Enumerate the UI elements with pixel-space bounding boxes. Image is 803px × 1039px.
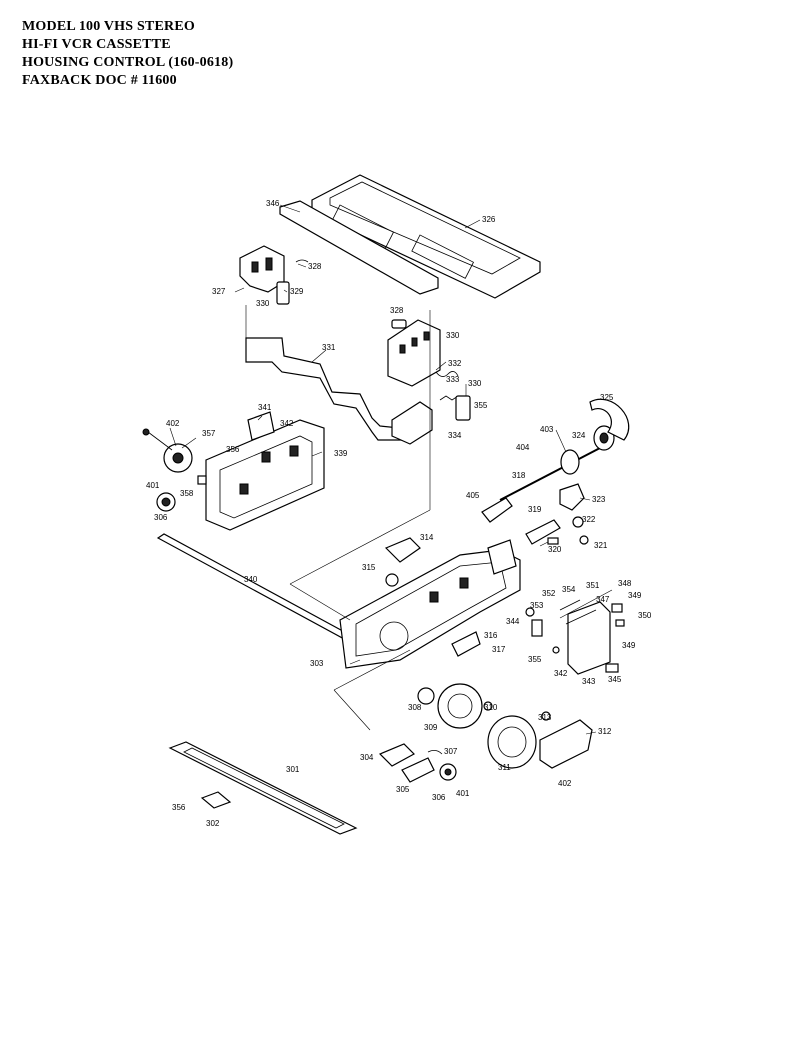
left-side-plate xyxy=(142,411,325,531)
part-label-314: 314 xyxy=(420,533,434,542)
part-label-327: 327 xyxy=(212,287,226,296)
part-label-326: 326 xyxy=(482,215,496,224)
part-label-333: 333 xyxy=(446,375,460,384)
part-label-313: 313 xyxy=(538,713,552,722)
part-label-306: 306 xyxy=(154,513,168,522)
part-label-348: 348 xyxy=(618,579,632,588)
right-switch-group xyxy=(525,599,625,675)
product-subtitle: HI-FI VCR CASSETTE xyxy=(22,37,171,52)
part-label-356: 356 xyxy=(226,445,240,454)
part-label-402: 402 xyxy=(166,419,180,428)
top-housing-plate xyxy=(279,174,541,299)
part-label-332: 332 xyxy=(448,359,462,368)
switch-board-assembly xyxy=(387,319,471,445)
lower-lever-group xyxy=(378,743,457,783)
part-label-356-b: 356 xyxy=(172,803,186,812)
part-label-328: 328 xyxy=(308,262,322,271)
part-label-329: 329 xyxy=(290,287,304,296)
part-label-334: 334 xyxy=(448,431,462,440)
part-label-352: 352 xyxy=(542,589,556,598)
cam-lever-assembly xyxy=(525,483,589,545)
part-label-349-b: 349 xyxy=(622,641,636,650)
part-label-341: 341 xyxy=(258,403,272,412)
part-label-309: 309 xyxy=(424,723,438,732)
leader-lines xyxy=(169,204,613,735)
part-label-331: 331 xyxy=(322,343,336,352)
part-labels: 346 326 328 327 330 329 328 330 331 332 … xyxy=(146,199,652,828)
part-label-316: 316 xyxy=(484,631,498,640)
reel-gear-group xyxy=(417,683,593,769)
long-guide-rail xyxy=(156,533,354,641)
part-label-402-b: 402 xyxy=(558,779,572,788)
part-label-353: 353 xyxy=(530,601,544,610)
part-label-307: 307 xyxy=(444,747,458,756)
part-label-349: 349 xyxy=(628,591,642,600)
part-label-401-b: 401 xyxy=(456,789,470,798)
part-label-315: 315 xyxy=(362,563,376,572)
part-label-306-b: 306 xyxy=(432,793,446,802)
drive-shaft-assembly xyxy=(481,398,630,523)
part-label-303: 303 xyxy=(310,659,324,668)
main-chassis xyxy=(339,537,521,669)
part-label-340: 340 xyxy=(244,575,258,584)
part-label-328-b: 328 xyxy=(390,306,404,315)
part-label-322: 322 xyxy=(582,515,596,524)
part-label-401: 401 xyxy=(146,481,160,490)
assembly-title: HOUSING CONTROL (160-0618) xyxy=(22,55,234,70)
part-label-354: 354 xyxy=(562,585,576,594)
part-label-317: 317 xyxy=(492,645,506,654)
part-label-339: 339 xyxy=(334,449,348,458)
part-label-325: 325 xyxy=(600,393,614,402)
part-label-330-c: 330 xyxy=(468,379,482,388)
part-label-405: 405 xyxy=(466,491,480,500)
part-label-358: 358 xyxy=(180,489,194,498)
part-label-357: 357 xyxy=(202,429,216,438)
faxback-doc-number: FAXBACK DOC # 11600 xyxy=(22,73,177,88)
part-label-308: 308 xyxy=(408,703,422,712)
part-label-305: 305 xyxy=(396,785,410,794)
part-label-350: 350 xyxy=(638,611,652,620)
part-label-323: 323 xyxy=(592,495,606,504)
part-label-343: 343 xyxy=(582,677,596,686)
part-label-312: 312 xyxy=(598,727,612,736)
part-label-330: 330 xyxy=(256,299,270,308)
part-label-403: 403 xyxy=(540,425,554,434)
part-label-311: 311 xyxy=(498,763,511,772)
part-label-302: 302 xyxy=(206,819,220,828)
part-label-310: 310 xyxy=(484,703,498,712)
part-label-351: 351 xyxy=(586,581,600,590)
part-label-347: 347 xyxy=(596,595,610,604)
document-header: MODEL 100 VHS STEREO HI-FI VCR CASSETTE … xyxy=(22,18,233,90)
part-label-355-b: 355 xyxy=(528,655,542,664)
part-label-342: 342 xyxy=(280,419,294,428)
part-label-345: 345 xyxy=(608,675,622,684)
part-label-320: 320 xyxy=(548,545,562,554)
part-label-342-b: 342 xyxy=(554,669,568,678)
part-label-319: 319 xyxy=(528,505,542,514)
part-label-344: 344 xyxy=(506,617,520,626)
left-bracket-assembly xyxy=(239,245,309,305)
part-label-346: 346 xyxy=(266,199,280,208)
part-label-324: 324 xyxy=(572,431,586,440)
part-label-301: 301 xyxy=(286,765,300,774)
part-label-318: 318 xyxy=(512,471,526,480)
part-label-304: 304 xyxy=(360,753,374,762)
part-label-330-b: 330 xyxy=(446,331,460,340)
part-label-355: 355 xyxy=(474,401,488,410)
bottom-plate xyxy=(168,741,358,835)
part-label-404: 404 xyxy=(516,443,530,452)
model-title: MODEL 100 VHS STEREO xyxy=(22,19,195,34)
part-label-321: 321 xyxy=(594,541,608,550)
